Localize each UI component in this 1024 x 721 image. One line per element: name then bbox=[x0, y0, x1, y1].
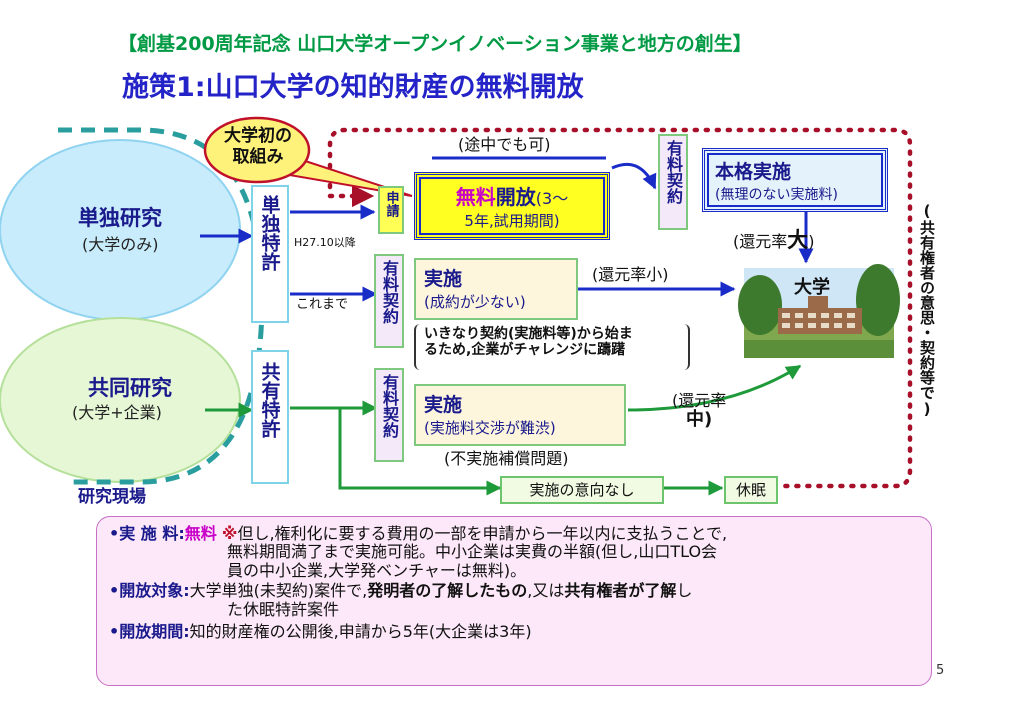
co-owner-vertical-note: (共有権者の意思・契約等で) bbox=[916, 202, 938, 418]
first-initiative-badge: 大学初の 取組み bbox=[208, 126, 308, 168]
badge-ellipse bbox=[203, 116, 311, 184]
notes-box: •実 施 料:無料 ※但し,権利化に要する費用の一部を申請から一年以内に支払うこ… bbox=[96, 516, 932, 686]
barrier-note-line-1: いきなり契約(実施料等)から始ま bbox=[424, 326, 633, 342]
arrow-exec2-to-univ bbox=[627, 364, 802, 412]
free-open-line-1: 無料開放(3〜 bbox=[417, 185, 607, 211]
non-exec-compensation: (不実施補償問題) bbox=[444, 449, 569, 468]
solo-research-title: 単独研究 bbox=[78, 206, 162, 230]
full-implementation-box: 本格実施 (無理のない実施料) bbox=[702, 148, 888, 212]
before-label: これまで bbox=[296, 297, 349, 312]
arrow-free-to-contract bbox=[611, 162, 657, 190]
target-text-1c: ,又は bbox=[527, 581, 565, 601]
contract-box-bottom: 有料契約 bbox=[374, 368, 404, 462]
research-site-label: 研究現場 bbox=[78, 487, 146, 507]
dotted-boundary bbox=[327, 127, 913, 489]
target-text-1d: 共有権者が了解 bbox=[564, 581, 677, 601]
no-intent-box: 実施の意向なし bbox=[500, 476, 664, 504]
solo-research-subtitle: (大学のみ) bbox=[82, 235, 159, 254]
return-rate-large-prefix: (還元率 bbox=[733, 232, 788, 251]
apply-label: 申請 bbox=[383, 191, 399, 217]
target-label: •開放対象: bbox=[109, 581, 190, 601]
return-rate-mid: (還元率 中) bbox=[672, 391, 727, 431]
execution-box-solo: 実施 (成約が少ない) bbox=[414, 258, 578, 320]
target-text-1e: し bbox=[676, 581, 693, 601]
solo-patent-box: 単独特許 bbox=[251, 185, 289, 323]
joint-research-subtitle: (大学+企業) bbox=[72, 403, 162, 422]
barrier-note: いきなり契約(実施料等)から始ま るため,企業がチャレンジに躊躇 bbox=[414, 324, 690, 370]
fee-text-1: 但し,権利化に要する費用の一部を申請から一年以内に支払うことで, bbox=[237, 524, 728, 543]
barrier-note-line-2: るため,企業がチャレンジに躊躇 bbox=[424, 342, 626, 359]
fee-line-1: •実 施 料:無料 ※但し,権利化に要する費用の一部を申請から一年以内に支払うこ… bbox=[109, 524, 931, 543]
return-rate-large-value: 大 bbox=[787, 228, 809, 252]
target-line-2: た休眠特許案件 bbox=[227, 599, 340, 619]
execution-joint-title: 実施 bbox=[424, 394, 463, 416]
period-line: •開放期間:知的財産権の公開後,申請から5年(大企業は3年) bbox=[109, 621, 931, 641]
contract-box-middle: 有料契約 bbox=[374, 254, 404, 348]
co-owner-vertical-note-text: (共有権者の意思・契約等で) bbox=[918, 202, 936, 418]
dormant-box: 休眠 bbox=[724, 476, 778, 504]
contract-box-top: 有料契約 bbox=[658, 134, 688, 230]
return-rate-mid-line-1: (還元率 bbox=[672, 391, 727, 410]
arrow-branch-no-intent bbox=[338, 408, 502, 496]
fee-free: 無料 bbox=[184, 524, 217, 543]
execution-joint-subtitle: (実施料交渉が難渋) bbox=[424, 419, 556, 437]
free-open-line-2: 5年,試用期間) bbox=[464, 212, 560, 230]
university-photo bbox=[738, 264, 900, 358]
research-site-boundary bbox=[58, 127, 265, 485]
page-title-text: 施策1:山口大学の知的財産の無料開放 bbox=[122, 72, 584, 103]
period-text: 知的財産権の公開後,申請から5年(大企業は3年) bbox=[189, 621, 532, 641]
joint-patent-box: 共有特許 bbox=[251, 350, 289, 484]
execution-solo-title: 実施 bbox=[424, 268, 463, 290]
free-label: 無料 bbox=[455, 185, 496, 209]
page-title: 施策1:山口大学の知的財産の無料開放 bbox=[122, 72, 584, 103]
target-text-1b: 発明者の了解したもの bbox=[367, 581, 528, 601]
return-rate-large-suffix: ) bbox=[808, 232, 815, 251]
no-intent-label: 実施の意向なし bbox=[529, 481, 635, 499]
period-start-label: (3〜 bbox=[535, 189, 569, 208]
solo-patent-label: 単独特許 bbox=[258, 195, 281, 271]
badge-line-1: 大学初の bbox=[224, 126, 292, 146]
contract-label-middle: 有料契約 bbox=[380, 260, 399, 324]
dormant-label: 休眠 bbox=[735, 481, 766, 499]
joint-research-title: 共同研究 bbox=[88, 376, 172, 400]
barrier-note-bracket-right bbox=[680, 324, 690, 370]
fee-label: •実 施 料: bbox=[109, 524, 185, 543]
return-rate-small: (還元率小) bbox=[592, 265, 669, 284]
free-open-box: 無料開放(3〜 5年,試用期間) bbox=[414, 172, 610, 240]
full-implementation-title: 本格実施 bbox=[715, 161, 792, 183]
target-text-1a: 大学単独(未契約)案件で, bbox=[189, 581, 368, 601]
midway-label: (途中でも可) bbox=[458, 135, 551, 154]
contract-label-top: 有料契約 bbox=[664, 140, 683, 204]
full-implementation-subtitle: (無理のない実施料) bbox=[715, 187, 838, 203]
joint-patent-label: 共有特許 bbox=[258, 362, 281, 438]
contract-label-bottom: 有料契約 bbox=[380, 374, 399, 438]
page-number: 5 bbox=[936, 663, 945, 678]
fee-line-3: 員の中小企業,大学発ベンチャーは無料)。 bbox=[227, 560, 527, 580]
period-label: •開放期間: bbox=[109, 621, 190, 641]
open-label: 開放 bbox=[495, 185, 536, 209]
h27-label: H27.10以降 bbox=[294, 236, 356, 249]
header-subtitle: 【創基200周年記念 山口大学オープンイノベーション事業と地方の創生】 bbox=[118, 33, 752, 55]
dotted-boundary-arrow bbox=[327, 182, 375, 208]
target-line-1: •開放対象:大学単独(未契約)案件で,発明者の了解したもの,又は共有権者が了解し bbox=[109, 581, 931, 601]
badge-line-2: 取組み bbox=[232, 147, 284, 167]
execution-solo-subtitle: (成約が少ない) bbox=[424, 293, 526, 311]
return-rate-large: (還元率大) bbox=[733, 228, 815, 252]
fee-line-2: 無料期間満了まで実施可能。中小企業は実費の半額(但し,山口TLO会 bbox=[227, 542, 718, 562]
execution-box-joint: 実施 (実施料交渉が難渋) bbox=[414, 384, 626, 446]
fee-mark: ※ bbox=[221, 524, 238, 543]
university-label: 大学 bbox=[794, 277, 830, 298]
apply-box: 申請 bbox=[378, 186, 404, 234]
return-rate-mid-line-2: 中) bbox=[686, 409, 713, 431]
